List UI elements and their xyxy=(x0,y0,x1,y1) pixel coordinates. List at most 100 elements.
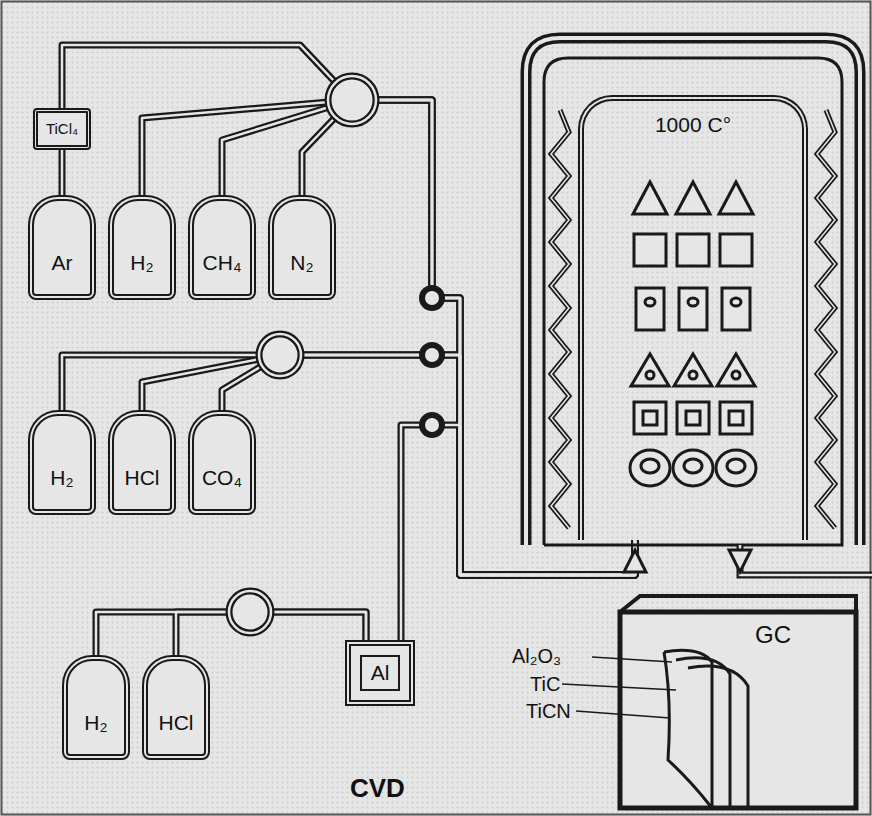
gc-box-front xyxy=(620,612,856,808)
triangular-insert xyxy=(631,354,669,386)
gas-pipe-core xyxy=(62,45,635,575)
mixer-valve xyxy=(229,591,271,633)
leader-line xyxy=(576,711,670,718)
square-insert xyxy=(720,402,752,434)
insert-hole xyxy=(729,411,743,425)
square-insert xyxy=(634,402,666,434)
inlet-valve xyxy=(624,550,646,572)
gas-pipe-core xyxy=(62,355,635,575)
mixer-valves xyxy=(229,76,442,633)
gas-pipe-core xyxy=(302,100,635,575)
rect-insert xyxy=(636,288,664,330)
node-label: H₂ xyxy=(84,711,107,734)
ring-insert xyxy=(716,450,756,486)
temperature-label: 1000 C° xyxy=(655,113,731,136)
gas-pipe xyxy=(222,100,635,575)
outlet-pipe-core xyxy=(740,545,872,575)
coated-sheet xyxy=(664,652,712,808)
coated-sheet xyxy=(664,650,712,808)
gas-pipe xyxy=(62,355,635,575)
insert-hole xyxy=(731,298,741,306)
outlet-valve xyxy=(729,550,751,572)
ring-insert xyxy=(673,450,713,486)
triangular-insert xyxy=(633,182,667,214)
gas-pipe-core xyxy=(401,425,635,640)
housing-wall-core xyxy=(526,38,860,545)
gas-bottle: CO₄ xyxy=(188,410,256,515)
heating-element xyxy=(817,110,835,528)
triangular-insert xyxy=(717,354,755,386)
gas-pipe xyxy=(62,45,635,575)
gas-pipe-core xyxy=(61,150,64,195)
mixer-valve-core xyxy=(328,76,376,124)
housing-wall xyxy=(526,38,860,545)
rect-insert xyxy=(679,288,707,330)
square-insert xyxy=(677,234,709,266)
vaporizer-box: TiCl₄ xyxy=(33,108,91,150)
triangular-insert xyxy=(676,182,710,214)
gas-bottle: Ar xyxy=(28,195,96,300)
gas-pipe xyxy=(401,425,635,640)
gas-bottle: H₂ xyxy=(62,655,130,760)
node-label: N₂ xyxy=(290,251,313,274)
triangular-insert xyxy=(674,354,712,386)
insert-hole xyxy=(643,411,657,425)
junction-valve xyxy=(422,345,442,365)
gas-bottle: HCl xyxy=(108,410,176,515)
ring-hole xyxy=(641,459,659,473)
insert-hole xyxy=(688,298,698,306)
coating-label: TiC xyxy=(530,673,560,695)
node-label: CH₄ xyxy=(203,251,242,274)
node-label: HCl xyxy=(125,466,160,489)
junction-valve xyxy=(422,415,442,435)
gas-bottle: HCl xyxy=(142,655,210,760)
mixer-valve-core xyxy=(229,591,271,633)
node-label: CO₄ xyxy=(202,466,242,489)
ring-insert xyxy=(630,450,670,486)
gas-pipe xyxy=(142,100,635,575)
mixer-valve-core xyxy=(259,334,301,376)
coated-grade-box: GC xyxy=(620,612,856,672)
square-insert xyxy=(677,402,709,434)
node-label: Al xyxy=(360,655,401,690)
node-label: GC xyxy=(755,622,791,648)
outlet xyxy=(624,545,872,575)
mixer-valve xyxy=(259,334,301,376)
inserts xyxy=(630,182,756,486)
ring-hole xyxy=(727,459,745,473)
coating-label: Al₂O₃ xyxy=(512,645,561,667)
rect-insert xyxy=(722,288,750,330)
gas-pipe-core xyxy=(222,355,635,575)
node-label: Ar xyxy=(52,251,73,274)
leader-line xyxy=(592,657,672,662)
gas-pipe xyxy=(222,355,635,575)
node-label: TiCl₄ xyxy=(46,121,78,138)
gas-pipe-core xyxy=(142,100,635,575)
node-label: H₂ xyxy=(130,251,153,274)
node-label: HCl xyxy=(159,711,194,734)
gas-pipe xyxy=(59,150,66,195)
process-title: CVD xyxy=(350,774,405,803)
junction-valve xyxy=(422,288,442,308)
furnace-housing xyxy=(526,38,860,545)
gas-bottle: H₂ xyxy=(28,410,96,515)
aluminium-generator: Al xyxy=(345,640,415,706)
gas-bottle: N₂ xyxy=(268,195,336,300)
ring-hole xyxy=(684,459,702,473)
gas-bottle: H₂ xyxy=(108,195,176,300)
housing-inner-wall xyxy=(544,58,842,545)
gc-box-drawing xyxy=(562,596,856,808)
mixer-valve xyxy=(328,76,376,124)
coating-label: TiCN xyxy=(526,700,571,722)
coated-sheet xyxy=(676,658,730,808)
square-insert xyxy=(634,234,666,266)
triangular-insert xyxy=(719,182,753,214)
gas-pipe xyxy=(302,100,635,575)
coated-sheet xyxy=(688,666,748,808)
insert-hole xyxy=(646,371,654,379)
heating-element-core xyxy=(551,110,569,528)
